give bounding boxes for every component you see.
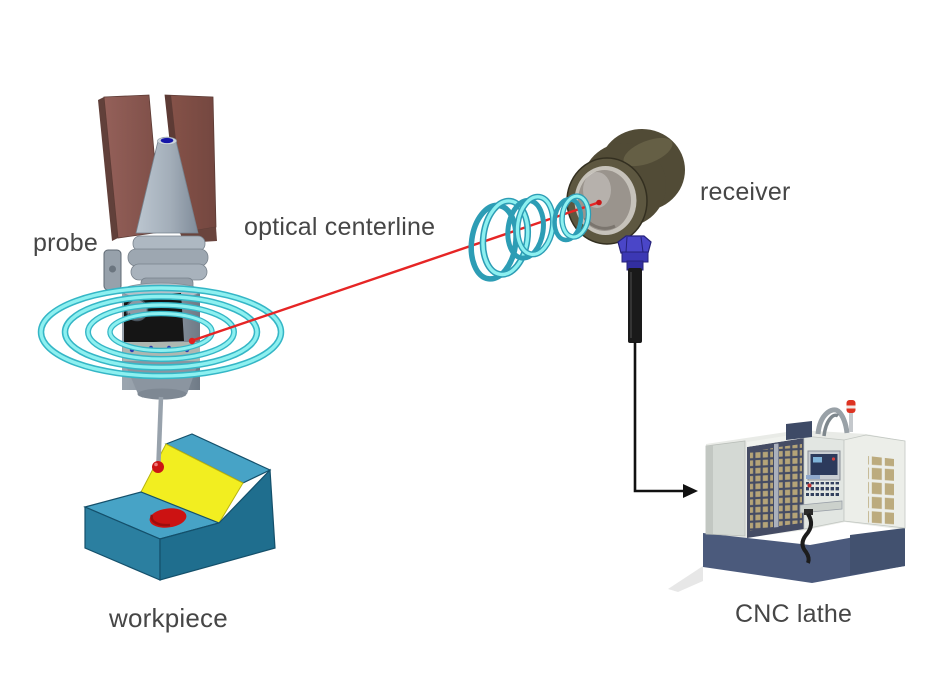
laser-beam bbox=[188, 199, 602, 345]
beacon-stripe bbox=[846, 405, 856, 409]
cnc-lathe-label: CNC lathe bbox=[735, 600, 853, 628]
workpiece-label: workpiece bbox=[109, 603, 228, 633]
machine-left-cabinet-edge bbox=[706, 445, 713, 534]
door-handle-mount bbox=[804, 509, 813, 515]
machine-door-divider bbox=[774, 443, 779, 528]
laser-line bbox=[190, 200, 601, 343]
connector-facet bbox=[640, 236, 644, 253]
signal-ring bbox=[61, 293, 261, 371]
probe-label: probe bbox=[33, 229, 98, 257]
door-handle bbox=[800, 512, 813, 564]
beam-rings bbox=[468, 193, 592, 282]
receiver-lens bbox=[578, 170, 631, 231]
signal-ring bbox=[37, 284, 285, 380]
cable-arrow bbox=[633, 342, 698, 498]
workpiece-illustration bbox=[83, 433, 276, 581]
control-screen-window bbox=[813, 457, 822, 463]
cable-route-line bbox=[633, 342, 684, 493]
laser-hit-point bbox=[596, 199, 602, 206]
arrowhead-icon bbox=[683, 484, 698, 498]
beam-ring bbox=[552, 193, 592, 243]
machine-roof-box bbox=[786, 421, 812, 440]
machine-shadow bbox=[668, 566, 703, 592]
receiver-connector-nut bbox=[617, 235, 652, 254]
receiver-illustration bbox=[566, 129, 685, 343]
connector-facet bbox=[625, 236, 628, 253]
probe-illustration bbox=[98, 94, 217, 473]
probe-stylus-ball bbox=[152, 461, 164, 473]
control-keypad bbox=[806, 482, 839, 496]
probe-side-clip-hole bbox=[109, 265, 116, 273]
beam-ring bbox=[505, 193, 557, 261]
receiver-label: receiver bbox=[700, 178, 791, 206]
receiver-cable bbox=[628, 268, 642, 343]
beacon-pole bbox=[849, 411, 853, 432]
probe-stylus-ball-highlight bbox=[154, 462, 158, 467]
clamp-left-side bbox=[98, 97, 118, 241]
machine-door-right-grid bbox=[779, 444, 802, 526]
beam-ring bbox=[468, 197, 532, 282]
optical-centerline-label: optical centerline bbox=[244, 213, 436, 241]
probe-cone-pullstud bbox=[160, 137, 174, 144]
signal-rings bbox=[37, 284, 285, 380]
laser-emit-point bbox=[188, 337, 196, 345]
probe-flange-ring-2 bbox=[127, 248, 209, 267]
machine-hose-arch bbox=[815, 407, 850, 435]
receiver-lens-highlight bbox=[583, 172, 611, 208]
control-brand-mark bbox=[806, 475, 820, 479]
signal-ring bbox=[107, 310, 215, 354]
probe-stylus bbox=[156, 396, 164, 463]
workpiece-red-spot-shade bbox=[150, 514, 171, 527]
signal-ring bbox=[85, 302, 237, 362]
workpiece-right-face bbox=[159, 468, 276, 581]
control-stop-button bbox=[807, 483, 812, 488]
machine-base-right bbox=[850, 528, 905, 575]
probe-lower-cap bbox=[137, 388, 187, 400]
control-screen-led bbox=[831, 457, 836, 461]
receiver-drum-sheen bbox=[623, 137, 673, 167]
machine-hose-arch-inner bbox=[822, 413, 840, 437]
cnc-machine-illustration bbox=[668, 400, 906, 592]
machine-side-window-grid bbox=[868, 456, 894, 527]
machine-door-left-grid bbox=[750, 448, 773, 531]
